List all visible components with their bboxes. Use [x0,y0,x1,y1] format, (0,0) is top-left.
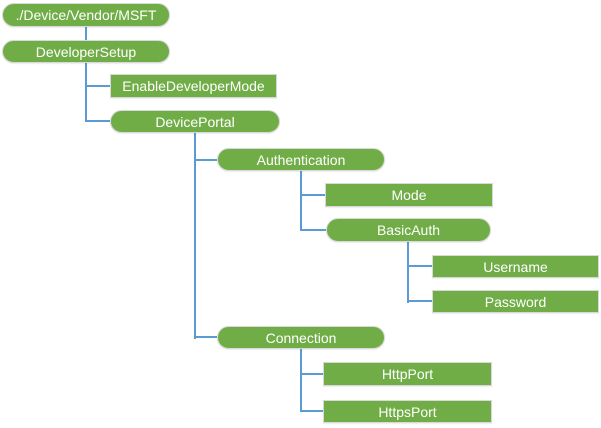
node-developer-setup: DeveloperSetup [2,40,170,63]
node-http-port: HttpPort [323,362,492,386]
connector-line [299,171,303,231]
connector-line [194,158,217,162]
node-https-port: HttpsPort [323,400,492,423]
connector-line [84,27,88,41]
node-connection: Connection [217,326,385,349]
connector-line [85,84,110,88]
node-enable-developer-mode: EnableDeveloperMode [110,74,277,98]
connector-line [300,193,325,197]
node-mode: Mode [325,183,493,207]
node-password: Password [432,290,599,313]
node-device-vendor-msft: ./Device/Vendor/MSFT [2,3,170,27]
connector-line [85,119,110,123]
connector-line [194,335,217,339]
node-device-portal: DevicePortal [110,110,280,133]
connector-line [84,63,88,122]
connector-line [300,409,323,413]
connector-line [300,228,326,232]
connector-line [407,264,432,268]
connector-line [193,133,197,339]
connector-line [407,299,432,303]
node-username: Username [432,255,599,278]
connector-line [300,372,323,376]
connector-line [299,349,303,412]
node-basic-auth: BasicAuth [326,218,491,242]
node-authentication: Authentication [217,148,385,171]
connector-line [406,242,410,303]
